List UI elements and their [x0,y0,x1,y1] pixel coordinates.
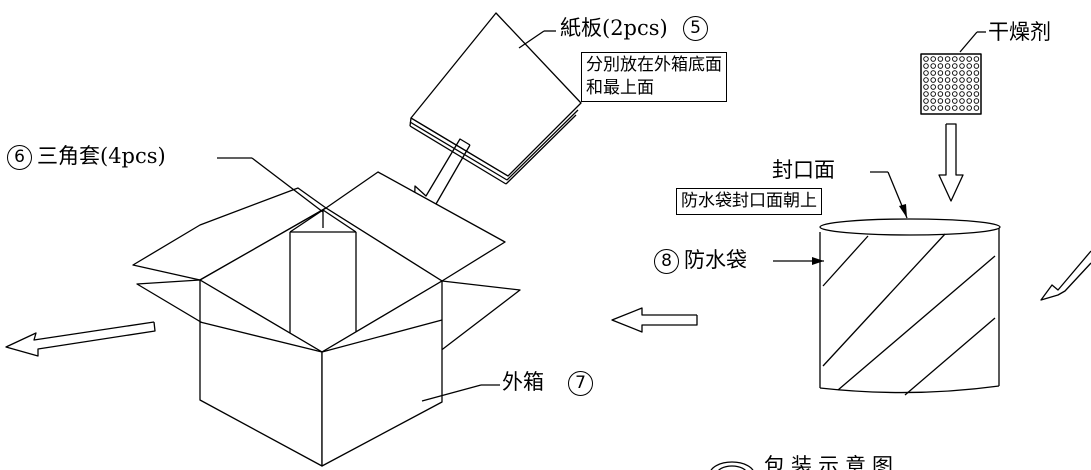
desiccant-bead [966,91,972,97]
desiccant-bead [944,56,951,62]
desiccant-bead [930,70,936,76]
desiccant-bead [952,105,958,111]
desiccant-bead [937,84,944,90]
desiccant-bead [959,63,965,69]
desiccant-bead [930,63,936,69]
desiccant-bead [952,63,958,69]
desiccant-bead [923,56,929,62]
desiccant-label: 干燥剂 [988,20,1051,44]
cardboard-note-line-2: 和最上面 [586,77,654,98]
desiccant-bead [923,98,929,104]
desiccant-bead [930,77,936,83]
desiccant-bead [937,91,944,97]
seal-face-label: 封口面 [772,158,835,182]
desiccant-bead [966,70,972,76]
cardboard-sheets [409,12,582,185]
caption-symbol [710,461,754,470]
desiccant-bead [973,77,980,83]
desiccant-bead [937,63,944,69]
triangle-sleeve-label: 三角套(4pcs) [37,144,166,168]
desiccant-bead [966,63,972,69]
desiccant-bead [973,105,980,111]
desiccant-bead [966,77,972,83]
bag-to-box-arrow [611,307,698,333]
desiccant-bead [923,70,929,76]
desiccant-bead [944,63,951,69]
desiccant-bead [966,98,972,104]
desiccant-bead [959,98,965,104]
outer-box [132,171,521,467]
desiccant-bead [930,84,936,90]
desiccant-bead [944,98,951,104]
desiccant-bead [959,84,965,90]
desiccant-bead [923,105,929,111]
desiccant-bead [944,105,951,111]
desiccant-bead [952,56,958,62]
desiccant-bead [952,84,958,90]
desiccant-bead [973,91,980,97]
desiccant-bead [973,84,980,90]
outer-box-label: 外箱 [502,370,544,394]
desiccant-bead [959,70,965,76]
desiccant-bead [930,105,936,111]
desiccant-bead [959,77,965,83]
bottom-caption: 包装示意图 [764,454,899,470]
desiccant-down-arrow [938,123,964,202]
cardboard-note-line-1: 分別放在外箱底面 [586,55,722,75]
desiccant-bead [966,56,972,62]
callout-number-8: 8 [654,249,679,274]
desiccant-bead [923,77,929,83]
desiccant-bead [959,56,965,62]
desiccant-bead [937,77,944,83]
desiccant-bead [952,98,958,104]
desiccant-bead [923,91,929,97]
desiccant-bead [959,91,965,97]
desiccant-bead [930,56,936,62]
cardboard-label: 紙板(2pcs) [560,16,668,40]
desiccant-bead [966,84,972,90]
desiccant-bead [973,56,980,62]
incoming-right-arrow [1040,250,1091,301]
waterproof-bag-label: 防水袋 [684,248,747,272]
desiccant-bead [959,105,965,111]
desiccant-bead [944,70,951,76]
desiccant-bead [952,77,958,83]
desiccant-bead [973,98,980,104]
desiccant-bead [944,91,951,97]
desiccant-bead [937,70,944,76]
desiccant-bead [944,84,951,90]
leader-arrowheads [812,204,907,265]
cardboard-note: 分別放在外箱底面 和最上面 [581,52,727,102]
desiccant-bead [937,105,944,111]
desiccant-bead [966,105,972,111]
seal-note: 防水袋封口面朝上 [676,188,822,215]
desiccant-packet [920,53,982,115]
callout-number-5: 5 [683,16,708,41]
desiccant-bead [930,91,936,97]
desiccant-bead [923,63,929,69]
desiccant-bead [944,77,951,83]
desiccant-bead [930,98,936,104]
desiccant-bead [923,84,929,90]
callout-number-6: 6 [7,145,32,170]
output-arrow [5,321,156,357]
desiccant-bead [952,91,958,97]
desiccant-bead [973,70,980,76]
callout-number-7: 7 [568,371,593,396]
waterproof-bag [819,218,1001,396]
desiccant-bead [937,56,944,62]
desiccant-bead [937,98,944,104]
desiccant-bead [952,70,958,76]
desiccant-bead [973,63,980,69]
